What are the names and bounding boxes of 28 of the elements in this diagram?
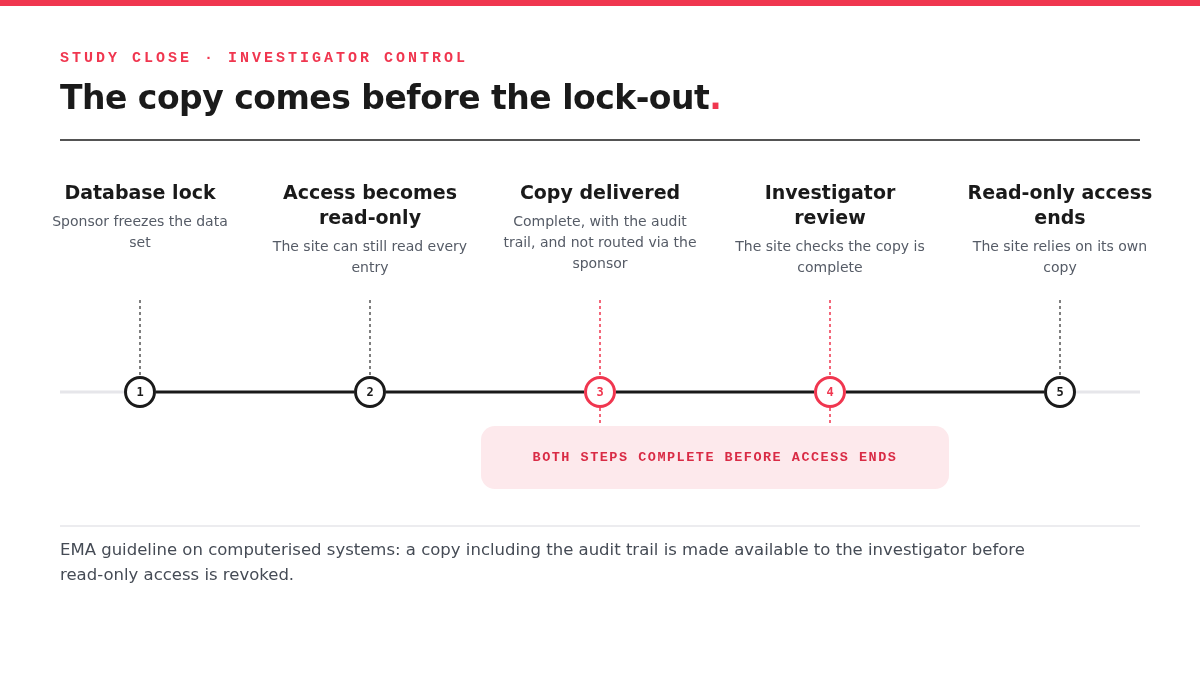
kicker-text: STUDY CLOSE · INVESTIGATOR CONTROL <box>60 50 469 67</box>
timeline-segment <box>616 390 814 394</box>
step-heading: Investigator review <box>763 180 897 230</box>
step-heading: Read-only access ends <box>966 180 1154 230</box>
leader-line <box>1059 299 1061 377</box>
timeline-segment <box>846 390 1044 394</box>
step-heading: Database lock <box>63 180 217 205</box>
step-description: The site checks the copy is complete <box>734 237 926 277</box>
timeline-segment <box>386 390 584 394</box>
note-band: BOTH STEPS COMPLETE BEFORE ACCESS ENDS <box>481 426 949 489</box>
title: The copy comes before the lock-out. <box>60 78 722 117</box>
step-description: Sponsor freezes the data set <box>51 212 229 252</box>
step-number-circle: 4 <box>814 376 846 408</box>
step-description: Complete, with the audit trail, and not routed via the sponsor <box>502 212 698 273</box>
step-number-circle: 5 <box>1044 376 1076 408</box>
step-number-circle: 2 <box>354 376 386 408</box>
step-heading: Copy delivered <box>518 180 682 205</box>
step-description: The site relies on its own copy <box>971 237 1149 277</box>
timeline-segment <box>156 390 354 394</box>
leader-line <box>369 299 371 377</box>
caption-text: EMA guideline on computerised systems: a copy including the audit trail is made available to the investigator before read-only access is revoked. <box>60 539 1026 586</box>
step-number-circle: 1 <box>124 376 156 408</box>
leader-line <box>599 299 601 377</box>
step-number-circle: 3 <box>584 376 616 408</box>
leader-line <box>829 299 831 377</box>
leader-line <box>139 299 141 377</box>
step-heading: Access becomes read-only <box>281 180 459 230</box>
step-description: The site can still read every entry <box>271 237 469 277</box>
